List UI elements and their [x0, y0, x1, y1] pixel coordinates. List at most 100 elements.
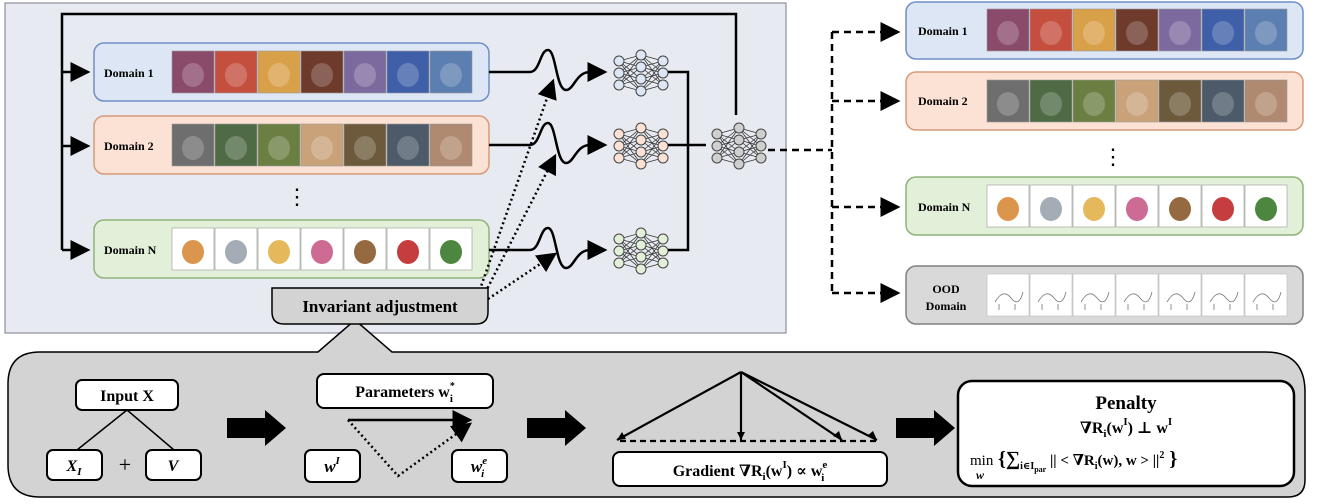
domain-label: Domain 2	[918, 94, 968, 108]
image-subject	[311, 240, 333, 264]
parameters-label: Parameters w*i	[355, 381, 455, 405]
net-node	[657, 67, 669, 79]
penalty-min-sub: w	[976, 468, 985, 482]
flow-1	[489, 48, 608, 92]
input-split-lines	[76, 409, 175, 451]
image-subject	[1255, 92, 1277, 116]
output-domain-n: Domain N	[905, 176, 1304, 236]
net-node	[613, 128, 625, 140]
parameters-box	[316, 373, 494, 409]
net-node	[635, 158, 647, 170]
image-tile-giraffe	[257, 123, 301, 167]
net-edge	[716, 127, 740, 159]
net-node	[733, 122, 745, 134]
input-x-label: Input X	[100, 388, 154, 405]
image-tile-person	[1244, 79, 1288, 123]
image-strip	[171, 227, 473, 271]
sketch-lines	[1166, 291, 1196, 310]
big-arrow-1	[227, 410, 286, 446]
penalty-objective: {∑i∈Ipar || < ∇Ri(w), w > ||2 }	[998, 448, 1177, 474]
image-subject	[225, 63, 247, 87]
sketch-lines	[1252, 291, 1282, 310]
image-tile-elephant	[214, 123, 258, 167]
image-tile-horse	[1158, 79, 1202, 123]
parameter-decomp-dotted	[347, 419, 473, 478]
net-node	[635, 134, 647, 146]
v-label: V	[168, 458, 180, 475]
x-i-label: XI	[66, 458, 83, 478]
net-node	[711, 152, 723, 164]
image-tile-horse	[343, 123, 387, 167]
sketch-lines	[1209, 291, 1239, 310]
net-edge	[640, 133, 664, 165]
big-arrow-3	[896, 410, 955, 446]
image-subject	[1083, 92, 1105, 116]
image-tile-horse	[1158, 8, 1202, 52]
ellipsis-left: ⋮	[286, 184, 308, 209]
invariant-adjustment-box: Invariant adjustment	[271, 287, 489, 325]
net-node	[613, 55, 625, 67]
image-tile-dog	[171, 123, 215, 167]
image-subject	[268, 136, 290, 160]
image-subject	[268, 240, 290, 264]
network-domain-2	[613, 122, 669, 170]
image-subject	[182, 63, 204, 87]
net-edge	[640, 238, 664, 270]
image-subject	[997, 197, 1019, 221]
net-edge	[640, 60, 664, 92]
image-subject	[1040, 197, 1062, 221]
flow-n	[488, 226, 608, 270]
image-subject	[1212, 197, 1234, 221]
invariant-adjustment-label: Invariant adjustment	[302, 297, 458, 316]
net-node	[657, 128, 669, 140]
image-subject	[440, 240, 462, 264]
image-subject	[1169, 92, 1191, 116]
gradient-arrows	[616, 371, 878, 441]
image-subject	[354, 240, 376, 264]
image-strip	[171, 123, 473, 167]
image-subject	[225, 240, 247, 264]
net-node	[635, 227, 647, 239]
image-subject	[311, 63, 333, 87]
net-node	[755, 152, 767, 164]
image-subject	[268, 63, 290, 87]
big-arrow-2	[527, 410, 586, 446]
image-tile-elephant	[214, 50, 258, 94]
v-box	[145, 449, 202, 481]
image-subject	[1040, 21, 1062, 45]
net-node	[657, 245, 669, 257]
sketch-lines	[1080, 291, 1110, 310]
net-node	[635, 85, 647, 97]
image-subject	[997, 21, 1019, 45]
net-node	[635, 61, 647, 73]
domain-label: Domain 1	[104, 66, 154, 80]
net-node	[613, 233, 625, 245]
image-subject	[397, 63, 419, 87]
output-domain-ood: OOD Domain	[905, 265, 1304, 325]
net-edge	[618, 127, 642, 159]
image-tile-dog	[986, 79, 1030, 123]
network-domain-1	[613, 49, 669, 97]
penalty-orthogonality: ∇Ri(wI) ⊥ wI	[1080, 416, 1172, 440]
net-node	[755, 140, 767, 152]
image-strip	[986, 79, 1288, 123]
net-edge	[618, 54, 642, 86]
image-strip	[986, 184, 1288, 228]
image-subject	[440, 136, 462, 160]
image-subject	[1255, 197, 1277, 221]
penalty-title: Penalty	[1095, 393, 1157, 414]
net-node	[755, 128, 767, 140]
image-strip	[986, 8, 1288, 52]
sketch-lines	[1123, 291, 1153, 310]
image-subject	[1126, 92, 1148, 116]
image-subject	[440, 63, 462, 87]
image-tile-house	[386, 123, 430, 167]
domain-label-line1: OOD	[932, 282, 960, 296]
image-tile-dog	[986, 8, 1030, 52]
image-subject	[311, 136, 333, 160]
image-tile-giraffe	[1072, 79, 1116, 123]
image-subject	[225, 136, 247, 160]
net-node	[613, 140, 625, 152]
